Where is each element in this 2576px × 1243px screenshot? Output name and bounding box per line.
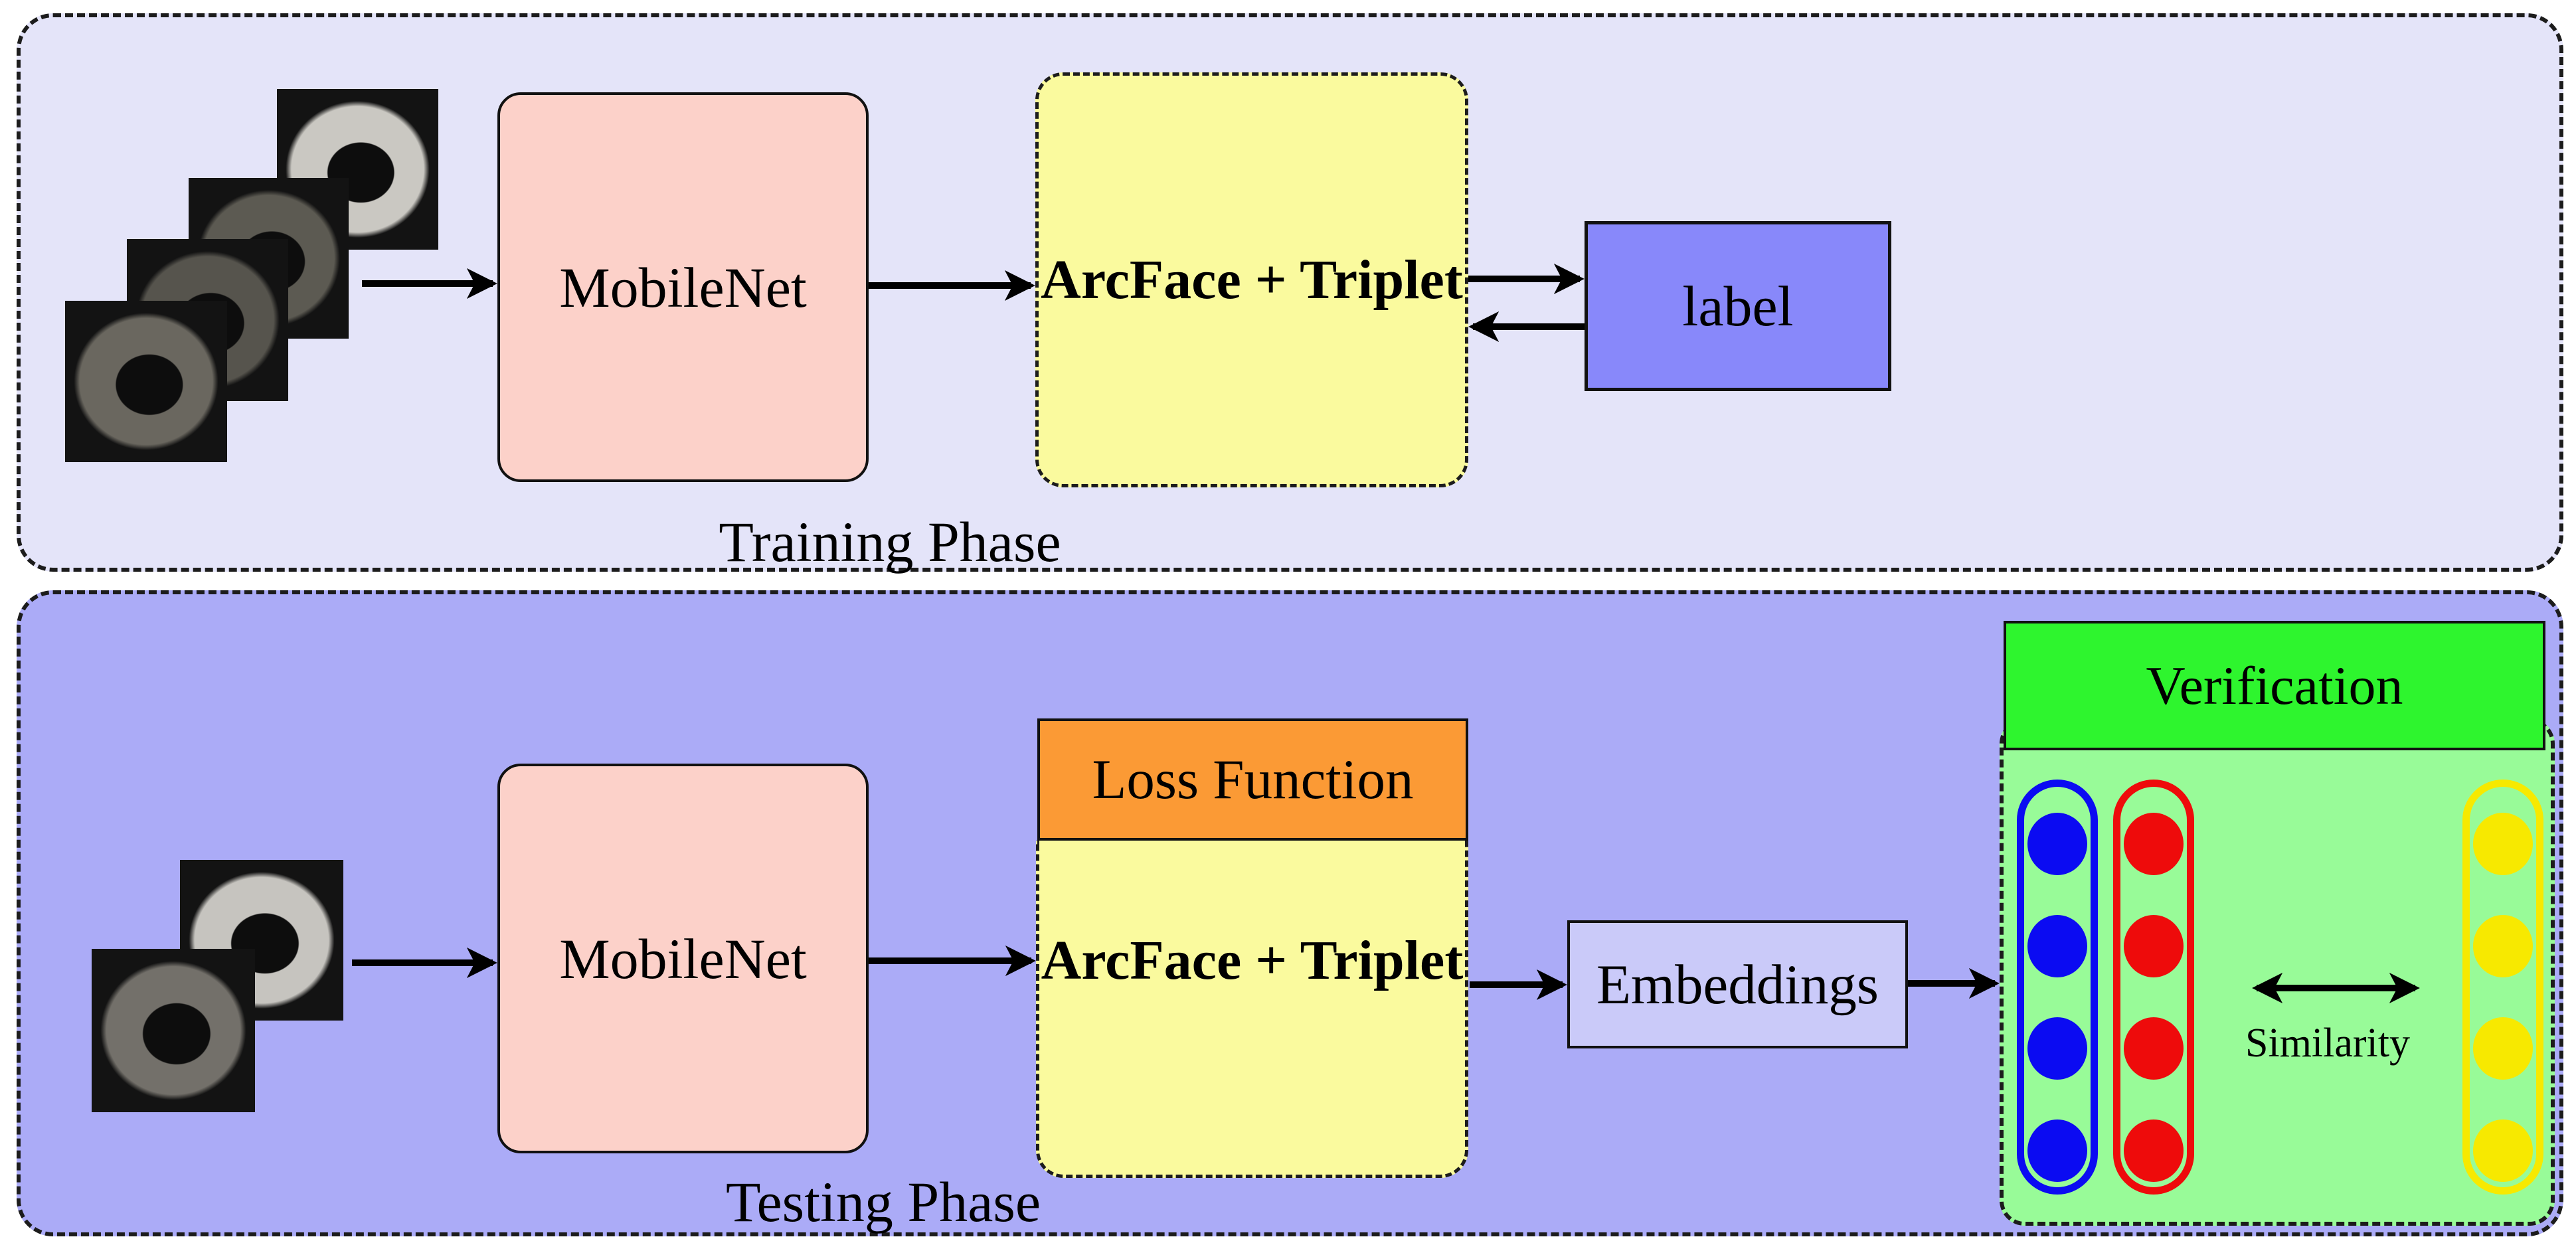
- embeddings-box: Embeddings: [1567, 920, 1908, 1048]
- embedding-dot: [2473, 1017, 2533, 1080]
- loss-function-header: Loss Function: [1037, 718, 1468, 841]
- arcface-triplet-box-training: ArcFace + Triplet: [1035, 72, 1468, 487]
- embedding-dot: [2473, 813, 2533, 875]
- embeddings-label: Embeddings: [1596, 953, 1879, 1016]
- embedding-dot: [2473, 915, 2533, 977]
- embedding-dot: [2124, 1017, 2184, 1080]
- similarity-label: Similarity: [2245, 1021, 2410, 1066]
- embedding-dot: [2124, 813, 2184, 875]
- iris-image: [65, 301, 227, 462]
- mobilenet-box-testing: MobileNet: [497, 764, 869, 1153]
- embedding-dot: [2124, 1119, 2184, 1182]
- embedding-dot: [2124, 915, 2184, 977]
- embedding-dot: [2027, 915, 2087, 977]
- verification-header: Verification: [2004, 621, 2545, 750]
- arcface-triplet-box-testing: ArcFace + Triplet: [1036, 841, 1468, 1178]
- arcface-triplet-label: ArcFace + Triplet: [1041, 930, 1464, 991]
- testing-phase-caption: Testing Phase: [725, 1170, 1041, 1234]
- iris-image: [92, 949, 255, 1112]
- label-box-text: label: [1682, 274, 1794, 338]
- embedding-dot: [2027, 813, 2087, 875]
- embedding-dot: [2027, 1119, 2087, 1182]
- verification-label: Verification: [2146, 655, 2403, 716]
- training-phase-caption: Training Phase: [719, 510, 1061, 574]
- arcface-triplet-label: ArcFace + Triplet: [1041, 249, 1463, 311]
- mobilenet-box-training: MobileNet: [497, 92, 869, 482]
- embedding-dot: [2473, 1119, 2533, 1182]
- loss-function-label: Loss Function: [1092, 748, 1414, 811]
- embedding-column-red: [2113, 780, 2194, 1195]
- embedding-dot: [2027, 1017, 2087, 1080]
- embedding-column-yellow: [2462, 780, 2543, 1195]
- mobilenet-label: MobileNet: [559, 255, 807, 319]
- mobilenet-label: MobileNet: [559, 926, 807, 991]
- embedding-column-blue: [2017, 780, 2098, 1195]
- label-box: label: [1585, 221, 1891, 391]
